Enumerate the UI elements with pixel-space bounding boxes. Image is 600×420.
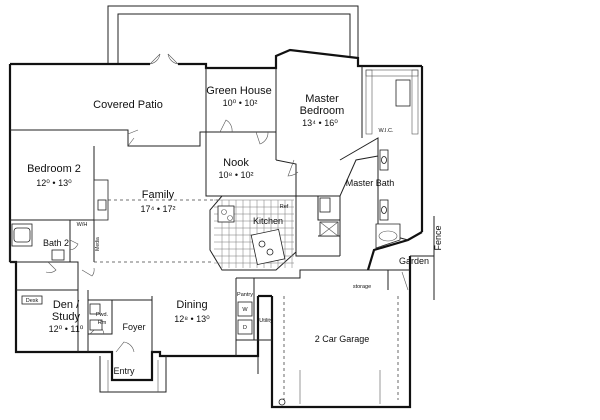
kitchen-label: Kitchen — [253, 216, 283, 226]
doors — [45, 53, 299, 353]
foyer-label: Foyer — [122, 322, 145, 332]
pwd-rm-label-2: Rm — [98, 320, 107, 326]
pantry-label: Pantry — [237, 292, 253, 298]
garage-details — [237, 271, 435, 406]
ref-label: Ref — [280, 204, 289, 210]
media-label: Media — [95, 237, 101, 251]
master-bedroom-label-1: Master — [305, 93, 339, 105]
column-icon — [278, 398, 286, 406]
entry-label: Entry — [113, 366, 135, 376]
bath2-fixtures — [11, 179, 109, 331]
bedroom2-size: 12⁰ • 13⁰ — [36, 178, 72, 188]
toilet-icon — [51, 249, 65, 261]
dryer-label: D — [243, 325, 247, 331]
green-house-label: Green House — [206, 85, 271, 97]
bath2-label: Bath 2 — [43, 238, 69, 248]
desk-icon — [21, 295, 43, 305]
kitchen-area — [209, 195, 297, 271]
master-bedroom-size: 13⁴ • 16⁰ — [302, 118, 338, 128]
range-icon — [217, 205, 235, 223]
green-house-size: 10⁰ • 10² — [223, 98, 258, 108]
sink-icon — [258, 240, 266, 248]
den-study-label-1: Den / — [53, 299, 80, 311]
bedroom2-label: Bedroom 2 — [27, 163, 81, 175]
storage-label: storage — [353, 284, 371, 290]
wh-label: W/H — [77, 222, 88, 228]
room-labels: Covered Patio Green House 10⁰ • 10² Mast… — [27, 85, 443, 376]
washer-icon — [237, 301, 253, 317]
nook-label: Nook — [223, 157, 249, 169]
nook-size: 10⁸ • 10² — [219, 170, 254, 180]
pwd-rm-label-1: Pwd. — [96, 312, 109, 318]
den-study-size: 12⁰ • 11⁰ — [49, 324, 84, 334]
pwd-sink-icon — [89, 319, 103, 331]
utility-label: Utility — [259, 318, 273, 324]
covered-patio-label: Covered Patio — [93, 99, 163, 111]
master-bath-label: Master Bath — [346, 178, 395, 188]
garden-label: Garden — [399, 256, 429, 266]
small-labels: W.I.C. W/H Media Desk Pantry storage Ref… — [26, 128, 394, 331]
toilet-icon — [319, 197, 331, 213]
dining-size: 12⁸ • 13⁰ — [174, 314, 210, 324]
dryer-icon — [237, 319, 253, 335]
patio-fence — [107, 5, 359, 64]
master-bedroom-label-2: Bedroom — [300, 105, 345, 117]
garage-label: 2 Car Garage — [315, 334, 370, 344]
bathtub-icon — [375, 223, 401, 249]
dining-label: Dining — [176, 299, 207, 311]
toilet-icon — [89, 303, 101, 315]
kitchen-island — [250, 228, 286, 266]
wic-dresser-icon — [395, 79, 411, 107]
family-size: 17⁴ • 17² — [140, 204, 175, 214]
wic-label: W.I.C. — [379, 128, 394, 134]
exterior-walls — [8, 48, 424, 409]
family-label: Family — [142, 189, 175, 201]
fence-label: Fence — [433, 225, 443, 250]
desk-label: Desk — [26, 298, 39, 304]
master-bath-fixtures — [319, 69, 419, 249]
washer-label: W — [242, 307, 248, 313]
den-study-label-2: Study — [52, 311, 81, 323]
sink-icon — [266, 248, 274, 256]
